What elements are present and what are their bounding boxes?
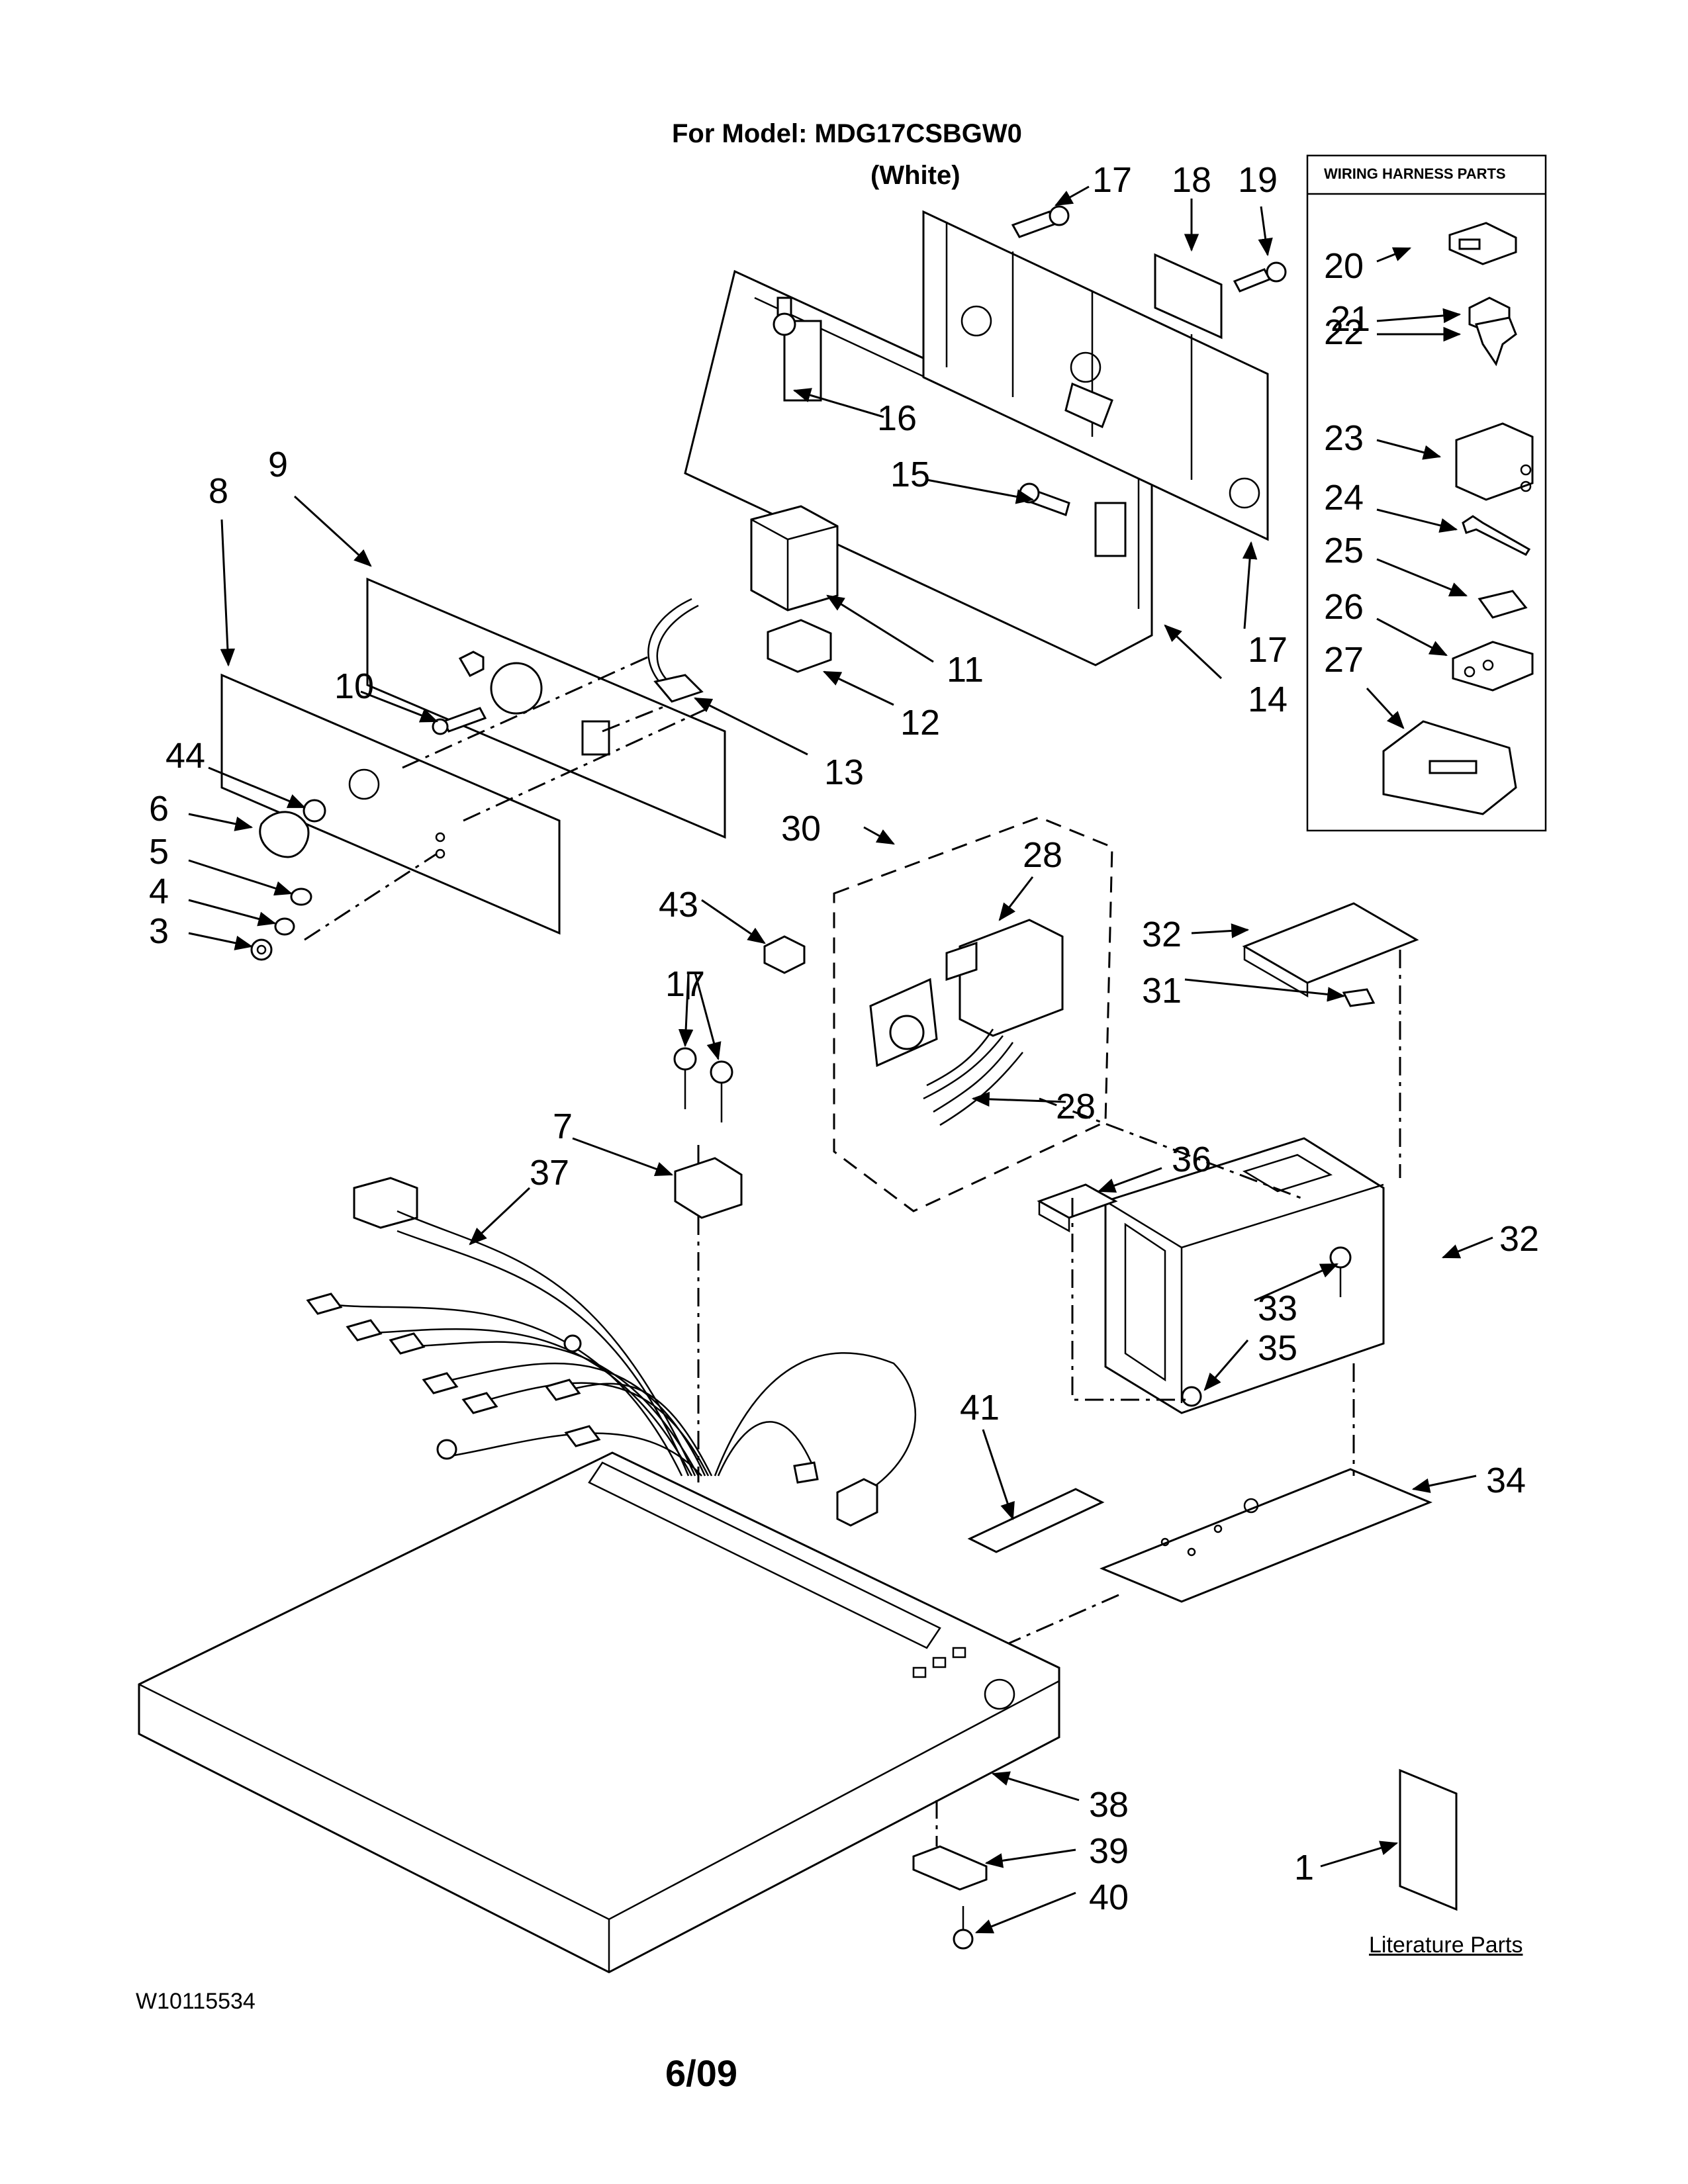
clip-31	[1342, 988, 1376, 1007]
callout-33: 32	[1499, 1219, 1539, 1259]
callout-9: 10	[334, 666, 374, 706]
callout-4: 5	[149, 832, 169, 872]
callout-38: 37	[530, 1153, 569, 1193]
callout-36: 35	[1258, 1328, 1297, 1368]
connector-26	[1452, 641, 1534, 692]
knob-5	[259, 811, 310, 858]
timer-10	[750, 505, 839, 612]
document-number: W10115534	[136, 1989, 256, 2014]
callout-16: 17	[1248, 630, 1288, 670]
callout-13: 14	[1248, 680, 1288, 719]
nut-2	[250, 938, 273, 961]
callout-39: 38	[1089, 1785, 1129, 1825]
callout-31: 31	[1142, 971, 1182, 1011]
connector-22	[1475, 316, 1517, 367]
harness-12	[647, 598, 704, 703]
callout-10: 11	[947, 650, 984, 690]
cover-32	[1242, 902, 1419, 998]
callout-37: 36	[1172, 1140, 1211, 1179]
screw-19	[1233, 261, 1287, 293]
screw-9	[432, 707, 487, 735]
callout-42: 41	[960, 1388, 1000, 1428]
revision-date: 6/09	[665, 2052, 737, 2094]
bracket-40	[912, 1845, 988, 1891]
callout-17-lower: 17	[665, 964, 705, 1004]
bracket-28	[945, 919, 1064, 1037]
connector-20	[1448, 222, 1517, 265]
harness-29	[923, 1028, 1023, 1126]
callout-25: 25	[1324, 531, 1364, 570]
wiring-harness-title: WIRING HARNESS PARTS	[1324, 165, 1506, 182]
callout-43: 43	[659, 885, 698, 925]
callout-28: 28	[1023, 835, 1062, 875]
wire-harness-38	[306, 1177, 917, 1527]
callout-6: 7	[553, 1107, 573, 1146]
housing-33	[1104, 1137, 1385, 1414]
callout-29: 28	[1056, 1087, 1096, 1126]
cap-4	[290, 887, 312, 906]
callout-19: 19	[1238, 160, 1278, 200]
callout-41: 40	[1089, 1878, 1129, 1917]
insert-44	[303, 799, 326, 823]
callout-1: 1	[1294, 1848, 1314, 1888]
wiring-harness-box	[1306, 154, 1547, 832]
color-subtitle: (White)	[870, 161, 961, 190]
spacer-43	[763, 935, 806, 974]
callout-23: 23	[1324, 418, 1364, 458]
callout-30: 30	[781, 809, 821, 848]
callout-15: 16	[877, 398, 917, 438]
callout-11: 12	[900, 703, 940, 743]
screw-17-top	[1011, 205, 1070, 238]
screw-41	[953, 1906, 974, 1950]
callout-44: 44	[165, 736, 205, 776]
dryer-control-box-30	[833, 816, 1113, 1212]
callout-20: 20	[1324, 246, 1364, 286]
callout-24: 24	[1324, 478, 1364, 518]
callout-22: 22	[1324, 312, 1364, 352]
connector-27	[1382, 720, 1517, 815]
screw-36	[1181, 1386, 1202, 1407]
screw-34	[1329, 1246, 1352, 1297]
relay-6	[674, 1157, 743, 1219]
callout-27: 27	[1324, 640, 1364, 680]
callout-17-top: 17	[1092, 160, 1132, 200]
bracket-37	[1037, 1183, 1118, 1233]
callout-35: 34	[1486, 1461, 1526, 1500]
plate-35	[1100, 1468, 1432, 1603]
callout-3: 4	[149, 872, 169, 911]
model-title: For Model: MDG17CSBGW0	[672, 119, 1022, 148]
console-bracket-16	[922, 210, 1269, 541]
shield-42	[967, 1488, 1105, 1553]
callout-21: 21	[1331, 299, 1370, 339]
switch-11	[767, 619, 832, 673]
callout-8: 9	[268, 445, 288, 484]
callout-7: 8	[209, 471, 228, 511]
callout-18: 18	[1172, 160, 1211, 200]
callout-2: 3	[149, 911, 169, 951]
callout-34: 33	[1258, 1289, 1297, 1328]
screw-17-pair	[673, 1047, 733, 1122]
callout-5: 6	[149, 789, 169, 829]
screw-15	[773, 296, 796, 336]
literature-1	[1399, 1768, 1458, 1911]
connector-23	[1455, 422, 1534, 501]
callout-12: 13	[824, 752, 864, 792]
top-panel-39	[138, 1451, 1060, 1974]
overlay-7	[220, 673, 561, 935]
cable-tie-24	[1462, 515, 1531, 556]
literature-parts-label: Literature Parts	[1369, 1933, 1523, 1958]
dryer-control-assembly	[869, 978, 938, 1068]
callout-26: 26	[1324, 587, 1364, 627]
bracket-18	[1154, 253, 1223, 340]
callout-14: 15	[890, 455, 930, 494]
washer-3	[274, 917, 295, 936]
callout-32: 32	[1142, 915, 1182, 954]
control-panel-8	[366, 577, 726, 839]
callout-40: 39	[1089, 1831, 1129, 1871]
terminal-25	[1477, 590, 1528, 619]
